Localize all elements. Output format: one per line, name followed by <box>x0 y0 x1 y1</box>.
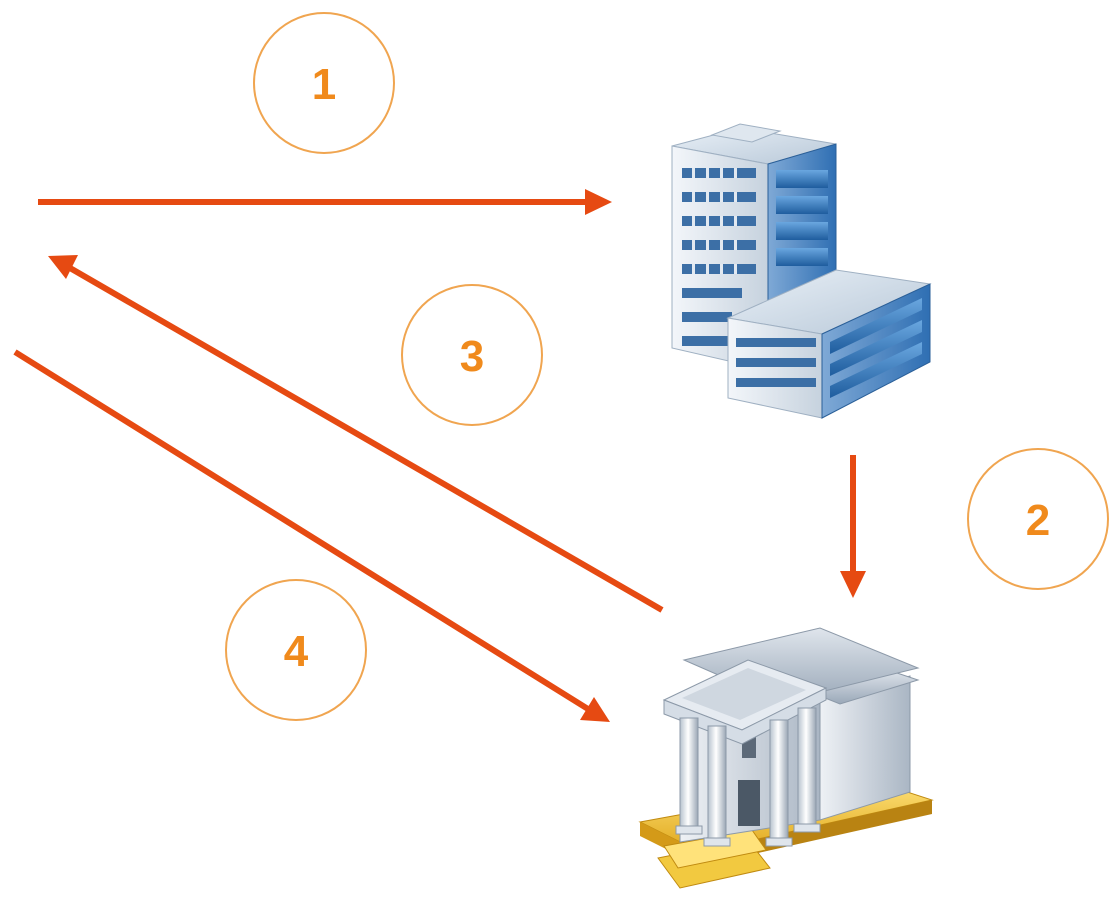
step-number: 2 <box>1026 496 1050 545</box>
office-building-icon <box>671 123 932 419</box>
arrow-step-4 <box>13 349 610 722</box>
step-marker-2: 2 <box>967 448 1109 590</box>
arrow-step-1 <box>38 189 612 215</box>
arrows <box>13 189 866 722</box>
step-number: 3 <box>460 332 484 381</box>
step-marker-4: 4 <box>225 579 367 721</box>
step-marker-1: 1 <box>253 12 395 154</box>
bank-icon <box>638 627 934 889</box>
arrow-step-2 <box>840 455 866 598</box>
step-number: 1 <box>312 60 336 109</box>
step-marker-3: 3 <box>401 284 543 426</box>
step-number: 4 <box>284 627 309 676</box>
arrow-step-3 <box>48 255 664 613</box>
